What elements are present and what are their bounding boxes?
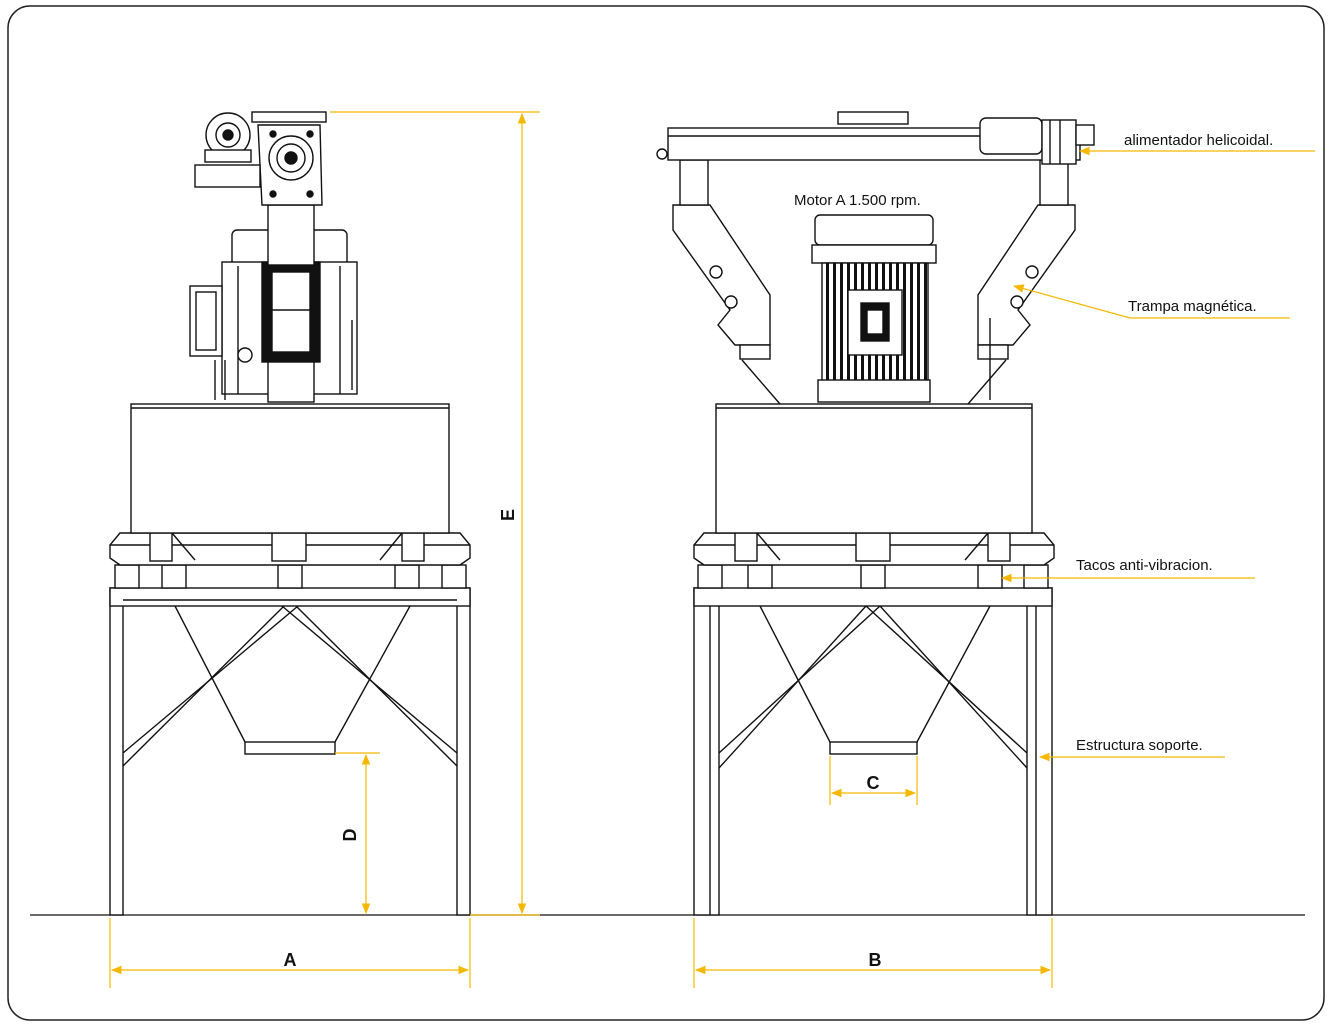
left-anti-vibration-mounts [114, 564, 467, 589]
right-view [656, 111, 1095, 916]
dimension-d: D [340, 829, 360, 842]
label-magnetic-trap: Trampa magnética. [1128, 298, 1257, 315]
dimension-c: C [867, 773, 880, 793]
right-anti-vibration-mounts [697, 564, 1049, 589]
dimension-e: E [498, 509, 518, 521]
label-anti-vibration: Tacos anti-vibracion. [1076, 557, 1213, 574]
label-motor: Motor A 1.500 rpm. [794, 192, 921, 209]
page-frame [7, 5, 1325, 1021]
label-screw-feeder: alimentador helicoidal. [1124, 132, 1273, 149]
callout-leaders [1000, 146, 1315, 762]
dimension-lines [109, 111, 1053, 988]
label-support-structure: Estructura soporte. [1076, 737, 1203, 754]
dimension-a: A [284, 950, 297, 970]
dimension-b: B [869, 950, 882, 970]
left-view [109, 111, 471, 916]
